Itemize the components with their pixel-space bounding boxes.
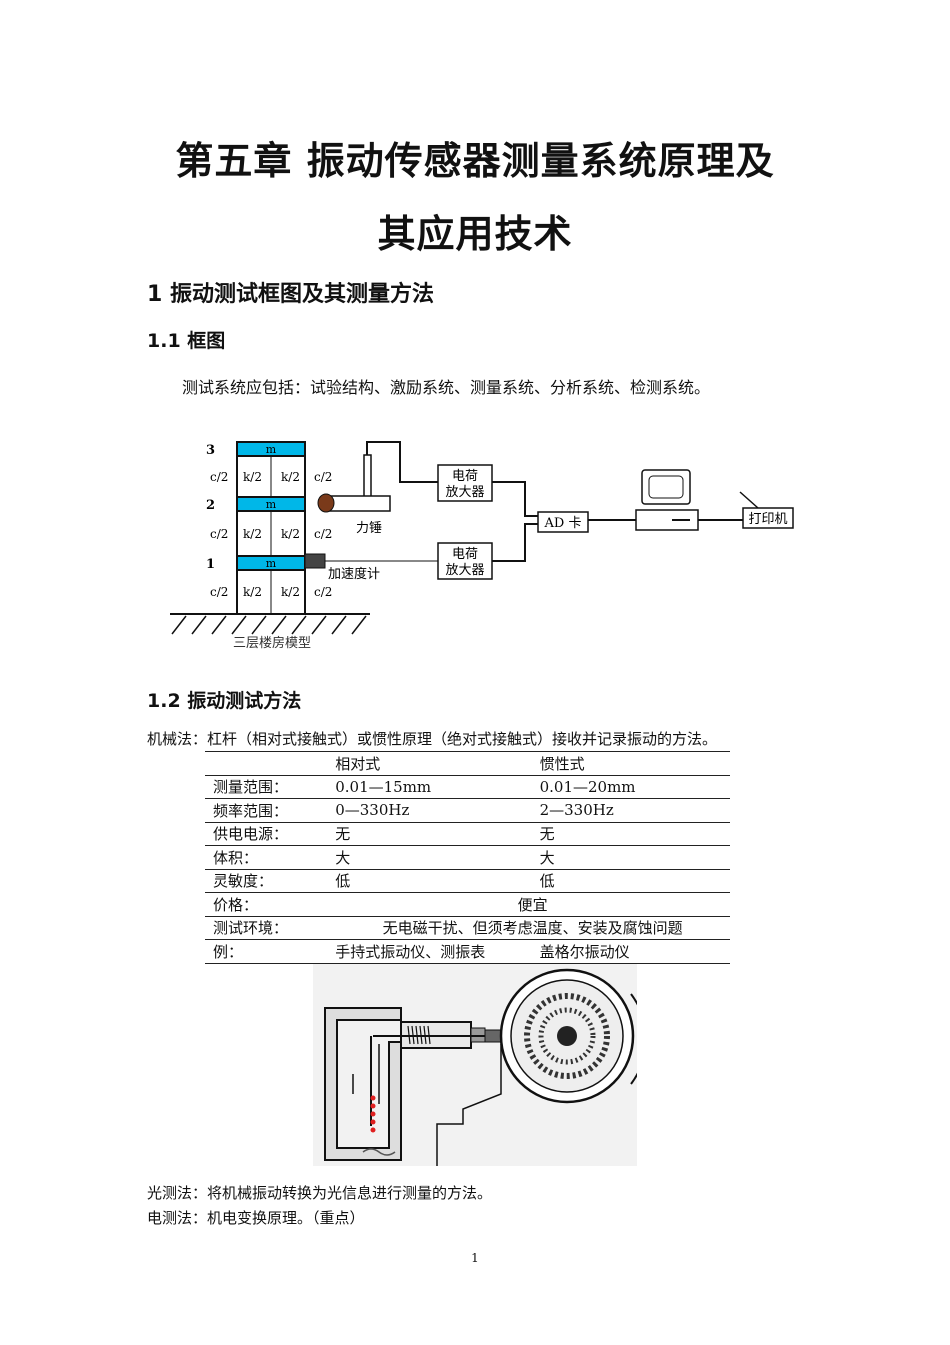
table-cell: 相对式 xyxy=(327,751,532,776)
table-cell: 盖格尔振动仪 xyxy=(531,939,730,964)
ad-card xyxy=(537,511,589,533)
mechanical-method-text: 机械法：杠杆（相对式接触式）或惯性原理（绝对式接触式）接收并记录振动的方法。 xyxy=(147,730,718,748)
table-cell: 低 xyxy=(327,869,532,893)
table-cell: 大 xyxy=(327,845,532,870)
mass-label: m xyxy=(266,498,277,511)
ground-hatch xyxy=(171,615,367,635)
table-cell: 大 xyxy=(531,845,730,870)
mechanical-vibrograph-figure xyxy=(313,964,637,1166)
mass-label: m xyxy=(266,557,277,570)
table-row: 例：手持式振动仪、测振表盖格尔振动仪 xyxy=(205,939,730,964)
amp-label: 放大器 xyxy=(445,563,484,578)
electrical-method-text: 电测法：机电变换原理。（重点） xyxy=(147,1209,365,1227)
mass-floor-2 xyxy=(236,496,306,512)
test-system-diagram: m m m 3 2 1 c/2 k/2 k/2 c/2 c/2 k/2 k/2 … xyxy=(170,441,794,651)
housing xyxy=(324,1007,402,1161)
table-cell: 价格： xyxy=(205,892,328,917)
red-trace-marks xyxy=(370,1095,376,1133)
table-cell: 无 xyxy=(327,822,532,846)
accelerometer-icon xyxy=(304,553,326,569)
table-cell: 灵敏度： xyxy=(205,869,328,893)
mass-floor-3 xyxy=(236,441,306,457)
section-1-1-heading: 1.1 框图 xyxy=(147,330,226,352)
stiffness-label: k/2 xyxy=(281,527,300,541)
table-cell: 例： xyxy=(205,939,328,964)
intro-paragraph: 测试系统应包括：试验结构、激励系统、测量系统、分析系统、检测系统。 xyxy=(182,378,711,397)
accelerometer-label: 加速度计 xyxy=(328,566,380,582)
table-cell: 体积： xyxy=(205,845,328,870)
table-row: 灵敏度：低低 xyxy=(205,869,730,893)
floor-number: 1 xyxy=(206,557,215,572)
title-line-1: 第五章 振动传感器测量系统原理及 xyxy=(175,139,775,183)
table-row: 测试环境：无电磁干扰、但须考虑温度、安装及腐蚀问题 xyxy=(205,916,730,940)
section-1-heading: 1 振动测试框图及其测量方法 xyxy=(147,282,434,307)
charge-amplifier-top xyxy=(437,464,493,502)
damping-label: c/2 xyxy=(314,527,332,541)
table-cell: 频率范围： xyxy=(205,798,328,823)
stiffness-label: k/2 xyxy=(281,585,300,599)
ad-card-label: AD 卡 xyxy=(544,516,582,531)
title-line-2: 其应用技术 xyxy=(377,212,573,256)
stiffness-label: k/2 xyxy=(243,470,262,484)
optical-method-text: 光测法：将机械振动转换为光信息进行测量的方法。 xyxy=(147,1184,493,1202)
damping-label: c/2 xyxy=(210,470,228,484)
model-label: 三层楼房模型 xyxy=(233,635,311,651)
printer-box xyxy=(742,507,794,529)
table-cell: 0.01—20mm xyxy=(531,775,730,799)
stiffness-label: k/2 xyxy=(243,527,262,541)
damping-label: c/2 xyxy=(314,470,332,484)
floor-number: 2 xyxy=(206,498,215,513)
table-cell: 便宜 xyxy=(327,892,730,917)
amp-label: 电荷 xyxy=(452,469,478,484)
hammer-label: 力锤 xyxy=(356,521,382,536)
amp-label: 放大器 xyxy=(445,485,484,500)
stiffness-label: k/2 xyxy=(281,470,300,484)
table-cell: 供电电源： xyxy=(205,822,328,846)
table-cell: 2—330Hz xyxy=(531,798,730,823)
table-cell xyxy=(205,751,328,776)
floor-number: 3 xyxy=(206,443,215,458)
table-row: 体积：大大 xyxy=(205,845,730,870)
hammer-tip xyxy=(317,493,335,513)
page-number: 1 xyxy=(471,1251,479,1265)
damping-label: c/2 xyxy=(210,585,228,599)
table-cell: 手持式振动仪、测振表 xyxy=(327,939,532,964)
table-cell: 无电磁干扰、但须考虑温度、安装及腐蚀问题 xyxy=(327,916,730,940)
table-cell: 惯性式 xyxy=(531,751,730,776)
damping-label: c/2 xyxy=(210,527,228,541)
mass-label: m xyxy=(266,443,277,456)
charge-amplifier-bottom xyxy=(437,542,493,580)
table-cell: 测量范围： xyxy=(205,775,328,799)
amp-label: 电荷 xyxy=(452,547,478,562)
table-cell: 0—330Hz xyxy=(327,798,532,823)
section-1-2-heading: 1.2 振动测试方法 xyxy=(147,690,302,712)
table-cell: 低 xyxy=(531,869,730,893)
table-header-row: 相对式 惯性式 xyxy=(205,751,730,776)
printer-label: 打印机 xyxy=(748,512,787,527)
table-cell: 0.01—15mm xyxy=(327,775,532,799)
damping-label: c/2 xyxy=(314,585,332,599)
table-cell: 无 xyxy=(531,822,730,846)
stiffness-label: k/2 xyxy=(243,585,262,599)
table-cell: 测试环境： xyxy=(205,916,328,940)
hammer-head xyxy=(329,495,391,512)
table-row: 价格：便宜 xyxy=(205,892,730,917)
table-row: 供电电源：无无 xyxy=(205,822,730,846)
